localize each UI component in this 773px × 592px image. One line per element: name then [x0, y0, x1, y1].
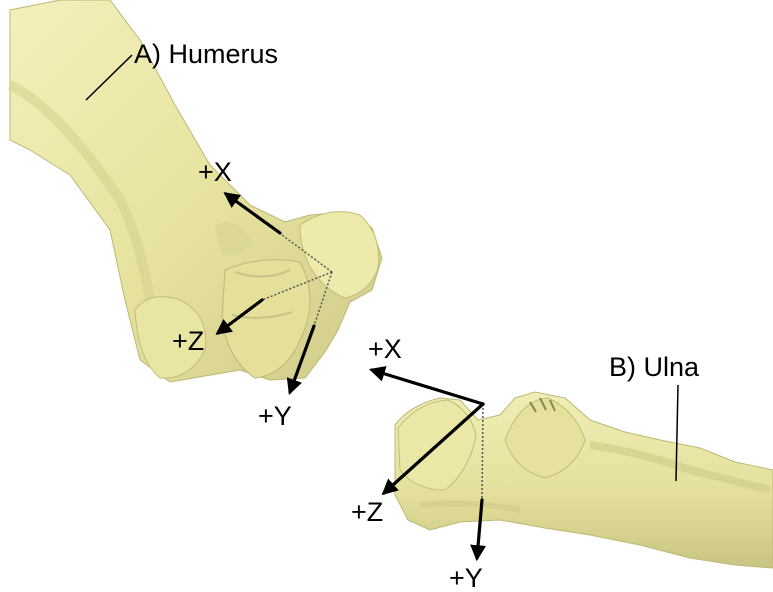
ulna-x-label: +X [368, 334, 402, 364]
humerus-y-label: +Y [258, 401, 292, 431]
ulna-x-axis-arrow [372, 370, 483, 404]
ulna-label: B) Ulna [609, 352, 700, 382]
humerus-x-label: +X [198, 157, 232, 187]
humerus-z-label: +Z [172, 326, 204, 356]
ulna-y-label: +Y [449, 563, 483, 592]
ulna-z-label: +Z [351, 497, 383, 527]
humerus-label: A) Humerus [134, 39, 278, 69]
ulna-bone [395, 392, 773, 568]
